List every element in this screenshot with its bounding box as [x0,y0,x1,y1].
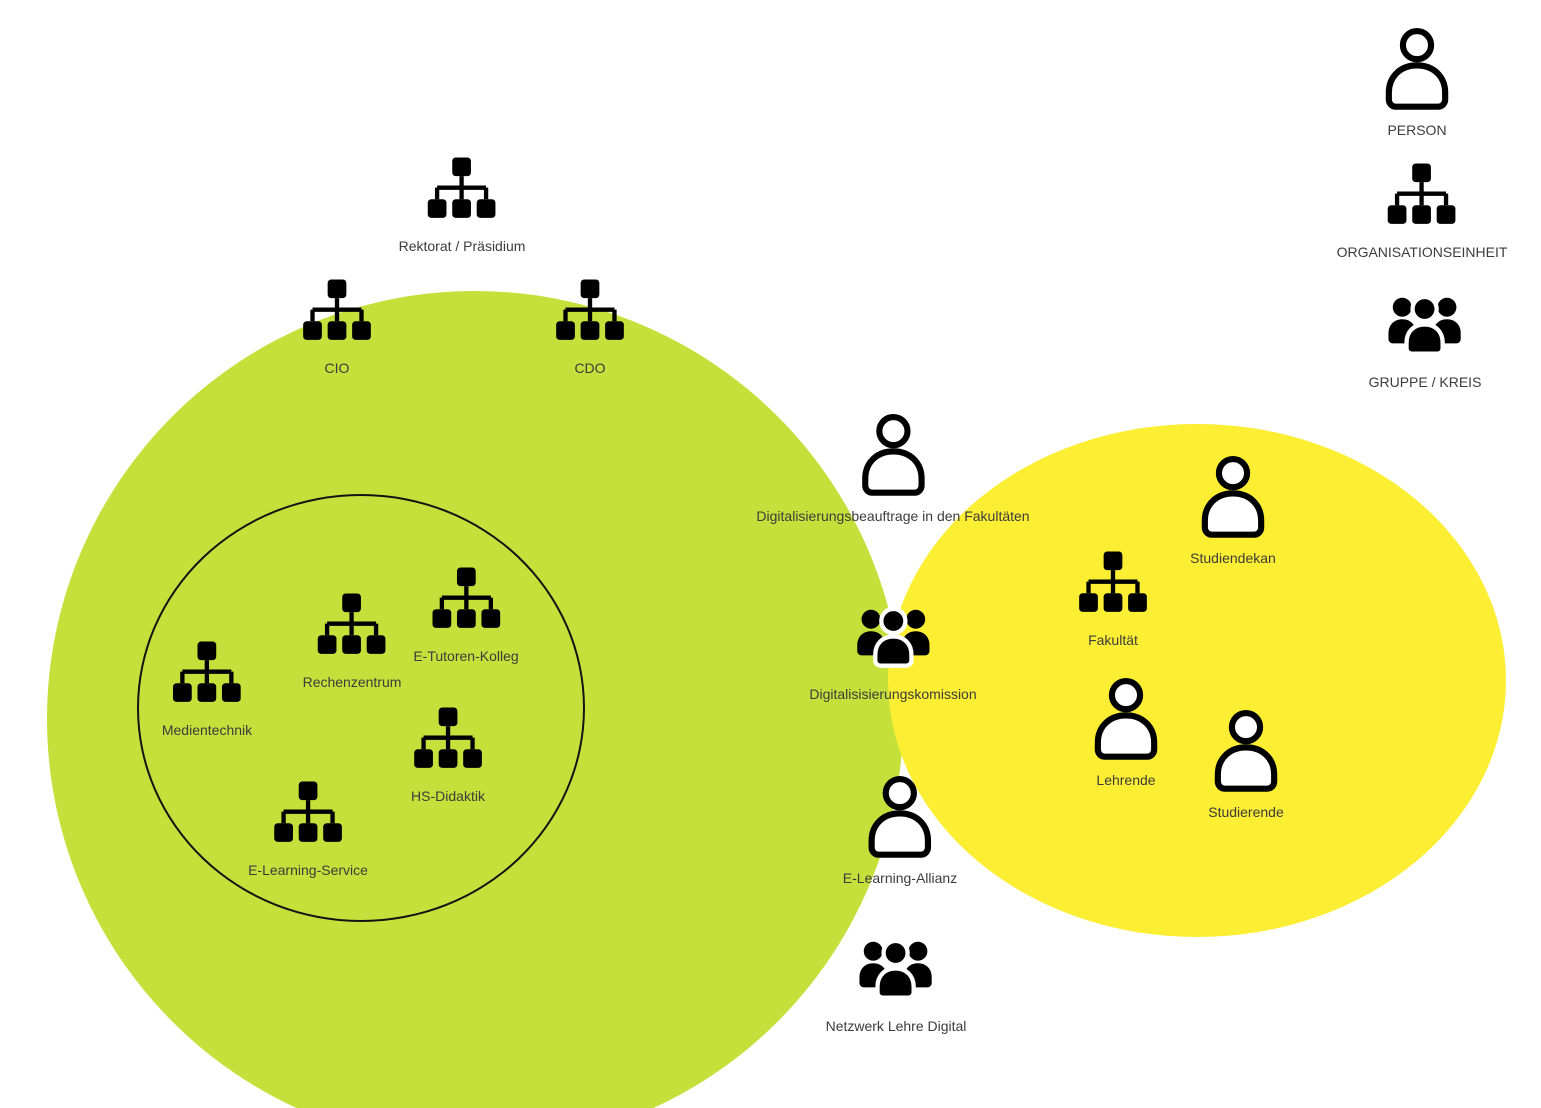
orgunit-icon [301,278,373,350]
node-label: Digitalisierungsbeauftrage in den Fakult… [756,508,1030,524]
node-cdo: CDO [554,278,626,378]
node-label: Fakultät [1088,632,1138,648]
group-icon [1382,278,1468,364]
orgunit-icon [272,780,344,852]
orgunit-icon [1386,162,1458,234]
inner-circle [137,494,585,922]
group-icon [850,590,936,676]
node-label: Rektorat / Präsidium [398,238,526,254]
orgunit-icon [430,566,502,638]
yellow-circle [888,424,1506,937]
orgunit-icon [1077,550,1149,622]
node-studiendekan: Studiendekan [1189,452,1277,568]
node-digitalisierungskomission: Digitalisisierungskomission [809,590,977,704]
node-label: CIO [324,360,350,376]
node-studierende: Studierende [1202,706,1290,822]
person-icon [1373,24,1461,112]
node-label: Lehrende [1096,772,1156,788]
legend-label: GRUPPE / KREIS [1368,374,1482,390]
orgunit-icon [316,592,388,664]
node-label: E-Tutoren-Kolleg [413,648,519,664]
node-e-learning-allianz: E-Learning-Allianz [843,772,957,888]
person-icon [856,772,944,860]
person-icon [1189,452,1277,540]
node-label: E-Learning-Service [248,862,368,878]
orgunit-icon [412,706,484,778]
node-label: Studiendekan [1190,550,1276,566]
node-label: Netzwerk Lehre Digital [825,1018,967,1034]
person-icon [1202,706,1290,794]
orgunit-icon [554,278,626,350]
node-e-learning-service: E-Learning-Service [248,780,368,880]
node-cio: CIO [301,278,373,378]
orgunit-icon [171,640,243,712]
node-netzwerk-lehre-digital: Netzwerk Lehre Digital [825,922,967,1036]
node-fakultaet: Fakultät [1077,550,1149,650]
node-label: Digitalisisierungskomission [809,686,977,702]
legend-label: PERSON [1387,122,1447,138]
node-label: Rechenzentrum [302,674,402,690]
node-label: CDO [574,360,606,376]
person-icon [849,410,937,498]
orgunit-icon [426,156,498,228]
node-hs-didaktik: HS-Didaktik [411,706,485,806]
node-lehrende: Lehrende [1082,674,1170,790]
node-e-tutoren-kolleg: E-Tutoren-Kolleg [413,566,519,666]
node-label: Medientechnik [161,722,253,738]
node-medientechnik: Medientechnik [162,640,252,740]
node-label: HS-Didaktik [411,788,485,804]
node-label: Studierende [1208,804,1284,820]
group-icon [853,922,939,1008]
node-digitalisierungsbeauftragte: Digitalisierungsbeauftrage in den Fakult… [756,410,1030,526]
legend-item-gruppe-kreis: GRUPPE / KREIS [1368,278,1482,392]
person-icon [1082,674,1170,762]
node-rektorat-praesidium: Rektorat / Präsidium [398,156,526,256]
legend-label: ORGANISATIONSEINHEIT [1336,244,1508,260]
legend-item-person: PERSON [1373,24,1461,140]
node-rechenzentrum: Rechenzentrum [302,592,402,692]
legend-item-organisationseinheit: ORGANISATIONSEINHEIT [1336,162,1508,262]
node-label: E-Learning-Allianz [842,870,958,886]
